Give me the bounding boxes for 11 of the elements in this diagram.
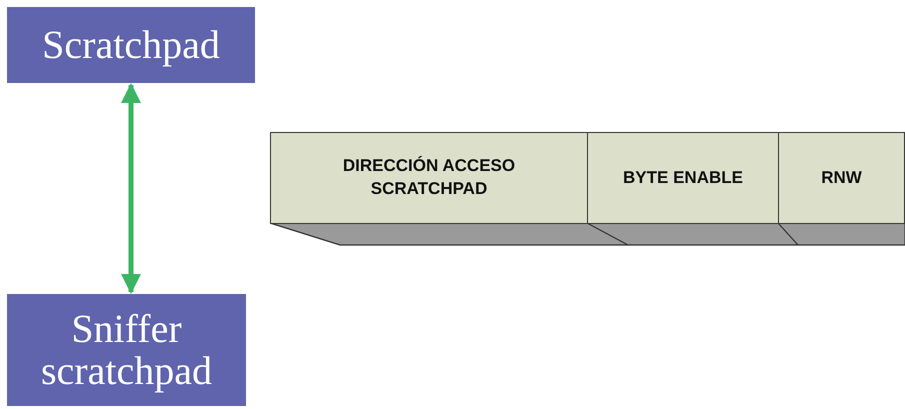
field-label: DIRECCIÓN ACCESO SCRATCHPAD (342, 155, 516, 200)
arrow (121, 83, 141, 294)
field-label: RNW (821, 166, 862, 189)
field-label: BYTE ENABLE (623, 166, 743, 189)
process-box (7, 294, 246, 406)
field-cell (270, 132, 588, 224)
box-label: Sniffer scratchpad (40, 308, 213, 392)
field-cell (587, 132, 779, 224)
box-label: Scratchpad (42, 24, 220, 66)
field-cell (778, 132, 905, 224)
process-box (7, 7, 255, 83)
